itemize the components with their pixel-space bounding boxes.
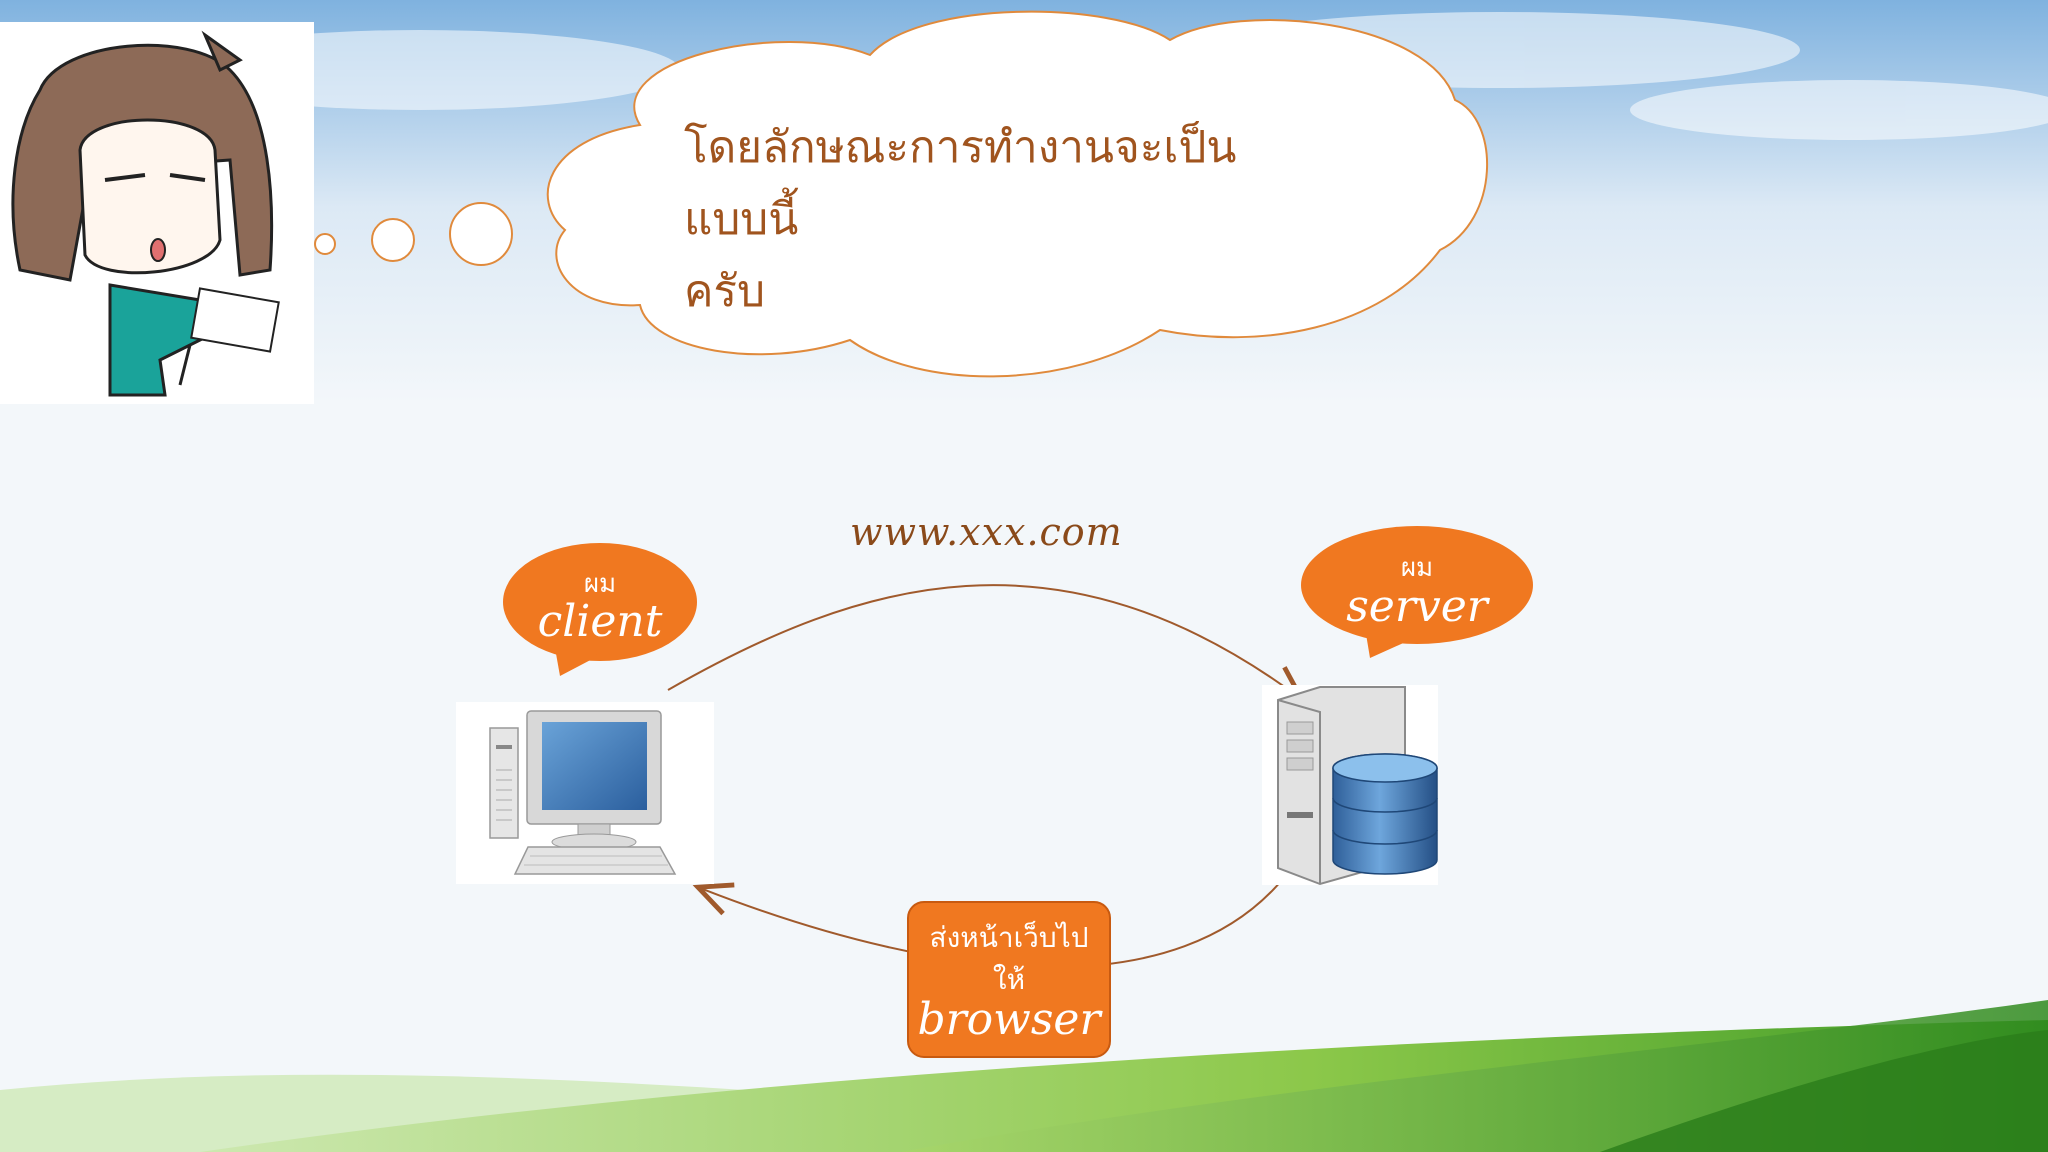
grass-hills — [0, 1000, 2048, 1152]
client-bubble-label: client — [537, 596, 663, 647]
server-bubble-label: server — [1346, 581, 1488, 632]
browser-box — [907, 901, 1111, 1058]
browser-box-label: browser — [917, 994, 1101, 1045]
thought-text: โดยลักษณะการทำงานจะเป็นแบบนี้ ครับ — [684, 112, 1264, 328]
client-bubble-small-text: ผม — [583, 569, 617, 599]
server-bubble-small-text: ผม — [1400, 553, 1434, 583]
thought-line-2: ครับ — [684, 266, 765, 317]
client-bubble — [503, 543, 697, 676]
server-database-icon — [1262, 685, 1438, 886]
browser-box-line-1: ส่งหน้าเว็บไป — [929, 921, 1089, 954]
thought-trail — [314, 202, 513, 266]
browser-box-line-2: ให้ — [992, 963, 1026, 996]
url-label: www.xxx.com — [850, 510, 1123, 554]
thought-line-1: โดยลักษณะการทำงานจะเป็นแบบนี้ — [684, 122, 1237, 245]
request-arrow — [667, 584, 1307, 703]
server-bubble — [1301, 526, 1533, 658]
character-illustration — [0, 22, 314, 404]
client-computer-icon — [456, 702, 714, 884]
thought-cloud — [546, 10, 1489, 378]
